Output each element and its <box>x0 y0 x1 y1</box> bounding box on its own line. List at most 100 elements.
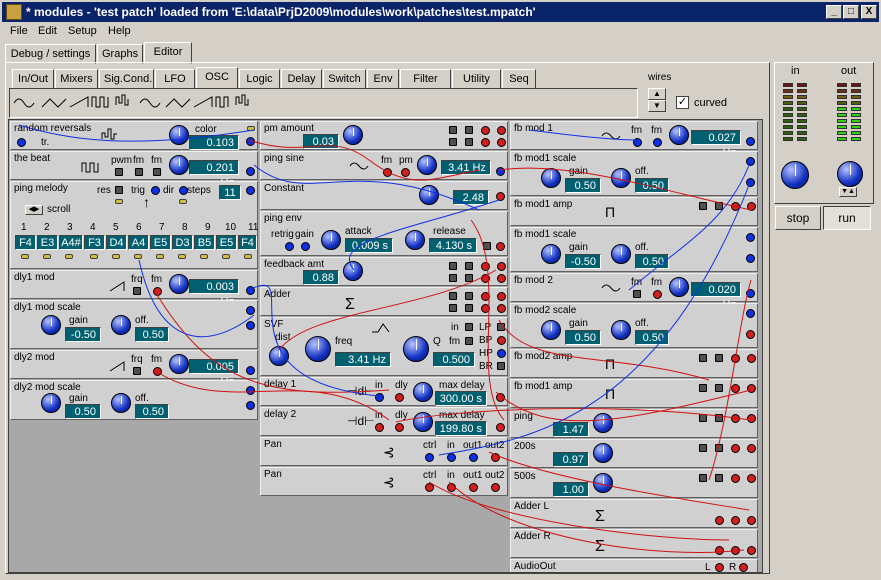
maximize-button[interactable]: □ <box>843 5 859 19</box>
frequency-knob[interactable] <box>169 155 189 175</box>
tab-in-out[interactable]: In/Out <box>12 69 54 89</box>
frq-jack[interactable] <box>133 287 141 295</box>
run-button[interactable]: run <box>823 206 871 230</box>
gain-knob[interactable] <box>41 315 61 335</box>
output-jack[interactable] <box>496 167 505 176</box>
tab-mixers[interactable]: Mixers <box>55 69 98 89</box>
amount-display[interactable]: 0.88 <box>303 270 339 285</box>
value-display[interactable]: 2.48 <box>453 190 489 205</box>
gain-display[interactable]: 0.50 <box>565 330 601 345</box>
module-dly2-mod-scale[interactable]: dly2 mod scale gain 0.50 off. 0.50 <box>10 380 258 420</box>
offset-knob[interactable] <box>611 320 631 340</box>
max-delay-display[interactable]: 300.00 s <box>435 391 487 406</box>
output-jack[interactable] <box>496 242 505 251</box>
frequency-knob[interactable] <box>669 125 689 145</box>
minimize-button[interactable]: _ <box>826 5 842 19</box>
frequency-knob[interactable] <box>169 274 189 294</box>
input-volume-knob[interactable] <box>781 161 809 189</box>
step-note[interactable]: E5 <box>150 235 171 250</box>
tab-editor[interactable]: Editor <box>144 42 192 64</box>
close-button[interactable]: X <box>861 5 877 19</box>
input-jack[interactable] <box>246 386 255 395</box>
gain-display[interactable]: -0.50 <box>565 254 601 269</box>
step-note[interactable]: A4# <box>59 235 83 250</box>
curved-checkbox[interactable]: ✓ <box>676 96 689 109</box>
tab-sig-cond[interactable]: Sig.Cond. <box>99 69 154 89</box>
frequency-display[interactable]: 0.201 Hz <box>189 160 239 189</box>
wires-down-button[interactable]: ▼ <box>648 100 666 112</box>
step-note[interactable]: D3 <box>172 235 193 250</box>
amount-knob[interactable] <box>593 413 613 433</box>
in-jack[interactable] <box>375 393 384 402</box>
gain-display[interactable]: -0.50 <box>65 327 101 342</box>
attack-display[interactable]: 0.009 s <box>345 238 393 253</box>
gain-display[interactable]: 0.50 <box>65 404 101 419</box>
output-jack[interactable] <box>746 289 755 298</box>
output-jack[interactable] <box>246 366 255 375</box>
output-jack[interactable] <box>746 137 755 146</box>
frequency-display[interactable]: 0.027 Hz <box>691 130 741 159</box>
frequency-display[interactable]: 0.003 Hz <box>189 279 239 308</box>
res-jack[interactable] <box>115 186 123 194</box>
frq-jack[interactable] <box>133 367 141 375</box>
output-jack[interactable] <box>246 186 255 195</box>
output-volume-knob[interactable] <box>837 161 863 187</box>
dly-jack[interactable] <box>395 393 404 402</box>
fm-jack[interactable] <box>153 367 162 376</box>
patch-canvas[interactable]: random reversals tr. color 0.103 the bea… <box>8 119 763 573</box>
pwm-jack[interactable] <box>115 168 123 176</box>
output-jack[interactable] <box>496 393 505 402</box>
frequency-knob[interactable] <box>169 354 189 374</box>
offset-display[interactable]: 0.50 <box>635 178 669 193</box>
module-200s[interactable]: 200s 0.97 <box>510 439 758 468</box>
module-fb-mod-1[interactable]: fb mod 1 fm fm 0.027 Hz <box>510 121 758 159</box>
step-note[interactable]: F4 <box>15 235 36 250</box>
module-pan-1[interactable]: Pan ⊰ ctrl in out1 out2 <box>260 437 508 466</box>
module-adder-l[interactable]: Adder L Σ <box>510 499 758 528</box>
freq-display[interactable]: 3.41 Hz <box>335 352 391 367</box>
amount-knob[interactable] <box>593 443 613 463</box>
step-note[interactable]: B5 <box>194 235 215 250</box>
dir-jack[interactable] <box>179 186 188 195</box>
app-icon[interactable] <box>6 4 22 20</box>
module-constant[interactable]: Constant 2.48 <box>260 181 508 210</box>
amount-knob[interactable] <box>343 125 363 145</box>
gain-knob[interactable] <box>41 393 61 413</box>
frequency-knob[interactable] <box>669 277 689 297</box>
oscillator-waveform-icons[interactable] <box>10 89 270 115</box>
in-jack[interactable] <box>375 423 384 432</box>
step-note[interactable]: F3 <box>84 235 105 250</box>
module-ping-amount[interactable]: ping 1.47 <box>510 409 758 438</box>
trig-jack[interactable] <box>151 186 160 195</box>
module-fb-mod2-amp[interactable]: fb mod2 amp Π <box>510 349 758 378</box>
amount-display[interactable]: 0.97 <box>553 452 589 467</box>
module-fb-mod1-scale[interactable]: fb mod1 scale gain 0.50 off. 0.50 <box>510 151 758 196</box>
step-note[interactable]: A4 <box>128 235 149 250</box>
module-fb-mod2-scale[interactable]: fb mod2 scale gain 0.50 off. 0.50 <box>510 303 758 348</box>
tab-delay[interactable]: Delay <box>281 69 322 89</box>
max-delay-knob[interactable] <box>413 382 433 402</box>
offset-display[interactable]: 0.50 <box>635 330 669 345</box>
frequency-knob[interactable] <box>417 155 437 175</box>
pm-jack[interactable] <box>401 168 410 177</box>
offset-knob[interactable] <box>611 244 631 264</box>
step-note[interactable]: D4 <box>106 235 127 250</box>
tab-switch[interactable]: Switch <box>323 69 366 89</box>
module-pm-amount[interactable]: pm amount 0.03 <box>260 121 508 150</box>
module-feedback-amt[interactable]: feedback amt 0.88 <box>260 257 508 286</box>
output-jack[interactable] <box>246 401 255 410</box>
dist-knob[interactable] <box>269 346 289 366</box>
attack-knob[interactable] <box>321 230 341 250</box>
max-delay-knob[interactable] <box>413 412 433 432</box>
menu-setup[interactable]: Setup <box>68 25 97 37</box>
module-adder-r[interactable]: Adder R Σ <box>510 529 758 558</box>
offset-knob[interactable] <box>111 393 131 413</box>
module-random-reversals[interactable]: random reversals tr. color 0.103 <box>10 121 258 150</box>
gain-display[interactable]: 0.50 <box>565 178 601 193</box>
freq-knob[interactable] <box>305 336 331 362</box>
input-jack[interactable] <box>246 306 255 315</box>
gain-knob[interactable] <box>541 244 561 264</box>
frequency-display[interactable]: 3.41 Hz <box>441 160 491 175</box>
input-jack[interactable] <box>17 138 26 147</box>
color-value-display[interactable]: 0.103 <box>189 135 239 150</box>
